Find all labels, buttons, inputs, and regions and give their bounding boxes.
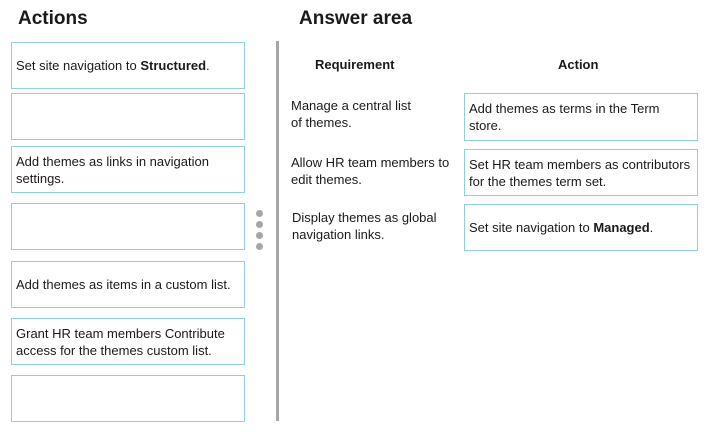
answer-slot-label: Add themes as terms in the Term store. (469, 101, 660, 133)
column-divider (276, 41, 279, 421)
action-tile-empty[interactable] (11, 375, 245, 422)
action-column-header: Action (558, 57, 599, 72)
action-tile-label: Add themes as links in navigation settin… (16, 153, 209, 186)
action-tile[interactable]: Grant HR team members Contribute access … (11, 318, 245, 365)
action-tile-label: Add themes as items in a custom list. (16, 277, 231, 292)
answer-slot[interactable]: Set site navigation to Managed. (464, 204, 698, 251)
answer-area-heading: Answer area (299, 8, 413, 29)
actions-heading: Actions (18, 8, 88, 29)
requirement-column-header: Requirement (315, 57, 395, 72)
action-tile[interactable]: Add themes as links in navigation settin… (11, 146, 245, 193)
answer-slot-label: Set HR team members as contributors for … (469, 156, 691, 189)
action-tile-empty[interactable] (11, 93, 245, 140)
answer-slot-label: Set site navigation to Managed. (469, 220, 654, 235)
action-tile-label: Grant HR team members Contribute access … (16, 325, 225, 358)
action-tile-empty[interactable] (11, 203, 245, 250)
requirement-text: Manage a central list of themes. (291, 98, 411, 130)
requirement-text: Display themes as global navigation link… (292, 210, 437, 242)
answer-slot[interactable]: Add themes as terms in the Term store. (464, 93, 698, 141)
action-tile[interactable]: Set site navigation to Structured. (11, 42, 245, 89)
requirement-text: Allow HR team members to edit themes. (291, 155, 450, 187)
action-tile[interactable]: Add themes as items in a custom list. (11, 261, 245, 308)
action-tile-label: Set site navigation to Structured. (16, 58, 210, 73)
answer-slot[interactable]: Set HR team members as contributors for … (464, 149, 698, 196)
